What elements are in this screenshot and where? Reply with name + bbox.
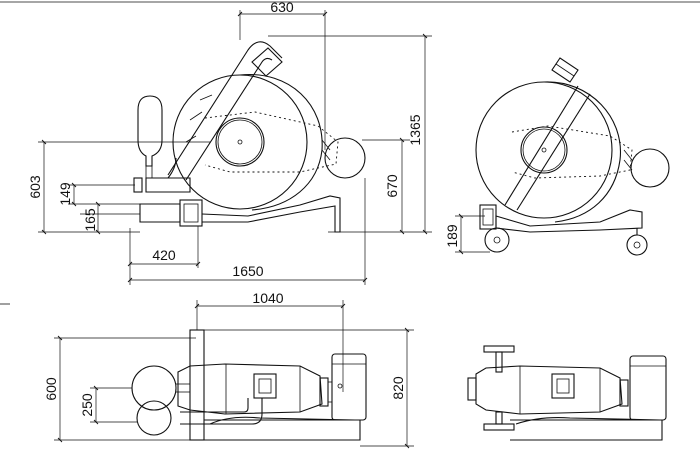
frame-lines [0,1,700,305]
dim-189: 189 [444,224,460,248]
dim-1650: 1650 [232,263,263,279]
dim-630: 630 [270,0,294,15]
dim-820: 820 [390,376,406,400]
top-view [131,329,367,441]
side-view-dimensions: 630 1365 670 603 149 165 420 1650 [27,0,432,285]
dim-165: 165 [82,208,98,232]
top-view-dimensions: 1040 600 250 820 [43,290,414,449]
dim-420: 420 [152,247,176,263]
dim-250: 250 [79,393,95,417]
end-view-dimensions: 189 [444,213,490,255]
side-view [133,41,366,233]
dim-1365: 1365 [407,114,423,145]
dim-600: 600 [43,377,59,401]
dim-1040: 1040 [252,290,283,306]
dim-149: 149 [57,182,73,206]
end-view [475,57,670,256]
dim-603: 603 [27,175,43,199]
dim-670: 670 [384,174,400,198]
front-view [467,345,667,441]
